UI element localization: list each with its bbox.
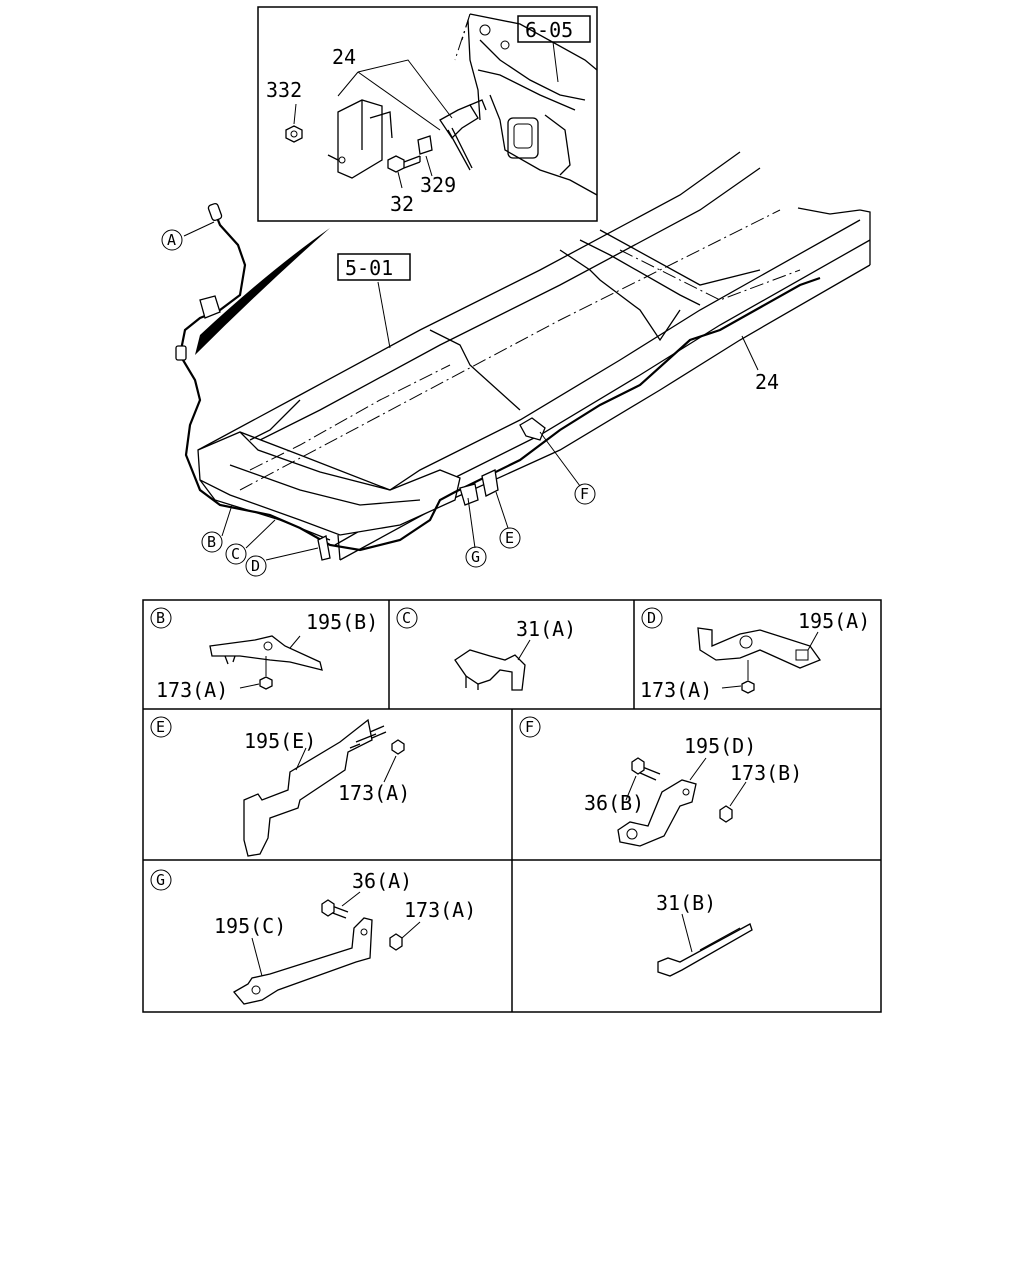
detail-E-marker: E: [156, 718, 165, 736]
inset-border: [257, 6, 598, 222]
detail-F-label-36B: 36(B): [584, 791, 644, 815]
detail-E-label-195E: 195(E): [244, 729, 316, 753]
detail-C-marker: C: [402, 609, 411, 627]
ref-box-6-05: [517, 15, 591, 43]
detail-cable-tie: 31(B): [656, 891, 753, 977]
svg-text:B: B: [207, 533, 216, 551]
detail-B-label-173A: 173(A): [156, 678, 228, 702]
detail-G-marker: G: [156, 871, 165, 889]
marker-E: E: [499, 527, 521, 549]
label-24-inset: 24: [332, 45, 356, 69]
fender-silhouette: [195, 228, 330, 355]
detail-B-marker: B: [156, 609, 165, 627]
cab-body-drawing: [461, 13, 598, 196]
nut-332: [285, 125, 303, 143]
detail-F-label-173B: 173(B): [730, 761, 802, 785]
detail-E-label-173A: 173(A): [338, 781, 410, 805]
detail-B: B 195(B) 173(A): [150, 607, 378, 702]
ref-6-05: 6-05: [525, 18, 573, 42]
detail-C-label-31A: 31(A): [516, 617, 576, 641]
svg-text:C: C: [231, 545, 240, 563]
marker-B: B: [201, 531, 223, 553]
detail-C: C 31(A): [396, 607, 576, 691]
cable-bracket-drawing: [439, 99, 487, 171]
detail-E: E 195(E) 173(A): [150, 716, 410, 857]
cable-route: [175, 202, 821, 552]
label-332: 332: [266, 78, 302, 102]
detail-D-marker: D: [647, 609, 656, 627]
detail-G: G 36(A) 195(C) 173(A): [150, 869, 476, 1005]
detail-F-label-195D: 195(D): [684, 734, 756, 758]
detail-F: F 195(D) 36(B) 173(B): [519, 716, 802, 847]
detail-G-label-36A: 36(A): [352, 869, 412, 893]
detail-B-label-195B: 195(B): [306, 610, 378, 634]
frame-brackets: [317, 417, 546, 561]
mount-bracket-drawing: [327, 99, 393, 179]
marker-F: F: [574, 483, 596, 505]
detail-G-label-195C: 195(C): [214, 914, 286, 938]
detail-grid: [142, 599, 882, 1013]
detail-cable-tie-label-31B: 31(B): [656, 891, 716, 915]
chassis-frame-drawing: [195, 13, 871, 561]
detail-D-label-195A: 195(A): [798, 609, 870, 633]
marker-A: A: [161, 229, 183, 251]
detail-D-label-173A: 173(A): [640, 678, 712, 702]
detail-G-label-173A: 173(A): [404, 898, 476, 922]
svg-text:F: F: [580, 485, 589, 503]
bolt-32: [387, 155, 421, 173]
label-24-main: 24: [755, 370, 779, 394]
svg-text:D: D: [251, 557, 260, 575]
detail-D: D 195(A) 173(A): [640, 607, 870, 702]
marker-G: G: [465, 546, 487, 568]
marker-D: D: [245, 555, 267, 577]
inset-panel: 24 332 329 32 6-05: [257, 6, 598, 222]
ref-5-01: 5-01: [345, 256, 393, 280]
marker-C: C: [225, 543, 247, 565]
svg-text:G: G: [471, 548, 480, 566]
washer-329: [417, 135, 433, 155]
svg-text:A: A: [167, 231, 176, 249]
ref-box-5-01: [337, 253, 411, 281]
svg-text:E: E: [505, 529, 514, 547]
label-329: 329: [420, 173, 456, 197]
label-32: 32: [390, 192, 414, 216]
detail-F-marker: F: [525, 718, 534, 736]
